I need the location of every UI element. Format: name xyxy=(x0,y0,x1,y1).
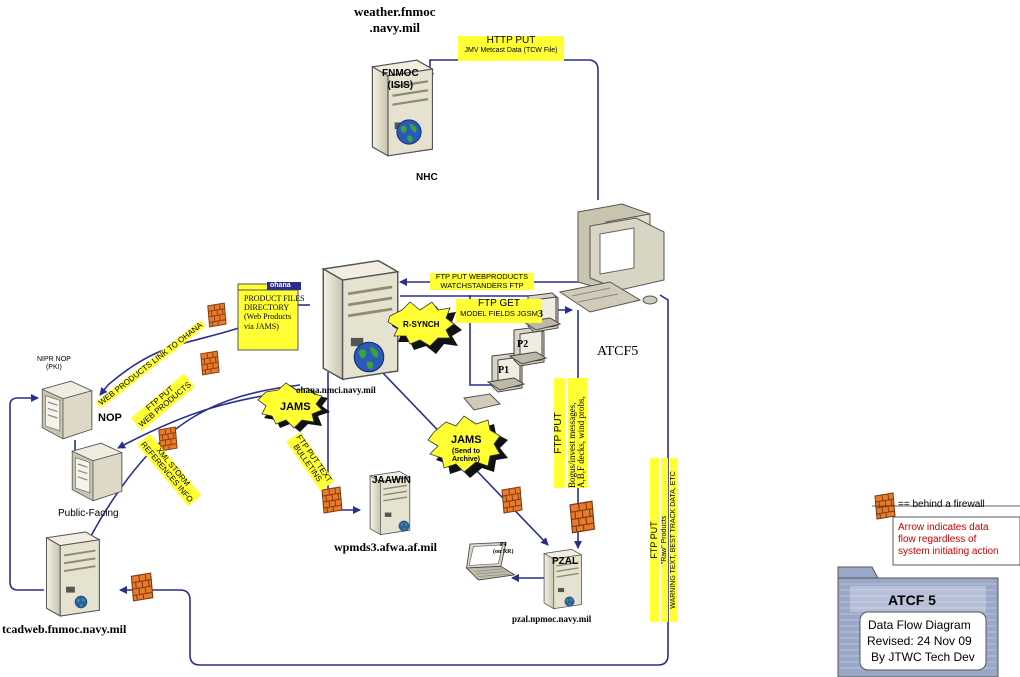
atcf5-workstation-icon xyxy=(558,203,665,313)
jams-burst-label: JAMS xyxy=(280,401,311,413)
ftp-get-title: FTP GET xyxy=(477,298,521,309)
ftp-put-raw-label: FTP PUT xyxy=(649,458,660,622)
nop-label: NOP xyxy=(98,412,122,424)
jaawin-label: JAAWIN xyxy=(372,475,411,486)
fnmoc-server-label: FNMOC (ISIS) xyxy=(382,68,419,91)
tcadweb-host-label: tcadweb.fnmoc.navy.mil xyxy=(2,622,127,636)
p1-label: P1 xyxy=(498,365,510,376)
ohana-tab-label: ohana xyxy=(270,282,291,289)
title-box-line1: Data Flow Diagram xyxy=(868,618,971,632)
firewall-legend-label: == behind a firewall xyxy=(898,499,985,510)
raw-products-label: "Raw" Products xyxy=(661,458,669,622)
http-put-subtitle: JMV Metcast Data (TCW File) xyxy=(464,46,558,54)
rsynch-label: R-SYNCH xyxy=(403,320,440,329)
ftp-get-subtitle: MODEL FIELDS JGSM xyxy=(460,308,538,318)
ftp-get-label: FTP GET MODEL FIELDS JGSM xyxy=(456,298,542,323)
ftp-put-webproducts-label: FTP PUT WEBPRODUCTS WATCHSTANDERS FTP xyxy=(430,272,534,291)
wpmds3-host-label: wpmds3.afwa.af.mil xyxy=(334,540,438,554)
title-box-title: ATCF 5 xyxy=(888,592,936,608)
title-box-line3: By JTWC Tech Dev xyxy=(871,650,975,664)
http-put-title: HTTP PUT xyxy=(486,35,536,46)
p3-label: 3 xyxy=(538,309,543,320)
arrow-legend-note: Arrow indicates data flow regardless of … xyxy=(898,522,999,557)
nipr-nop-label: NIPR NOP (PKI) xyxy=(37,356,71,372)
bogus-messages-label: Bogus/invest messages, A,B,F decks, wind… xyxy=(567,378,587,488)
public-facing-label: Public-Facing xyxy=(58,508,119,519)
pzal-label: PZAL xyxy=(552,556,579,567)
ftp-put-bogus-label: FTP PUT xyxy=(553,378,565,488)
atcf5-label: ATCF5 xyxy=(597,344,639,359)
p2-label: P2 xyxy=(517,339,529,350)
nhc-label: NHC xyxy=(416,172,438,183)
title-box-line2: Revised: 24 Nov 09 xyxy=(867,634,972,648)
jams-archive-sublabel: (Send to Archive) xyxy=(452,448,481,463)
pzal-host-label: pzal.npmoc.navy.mil xyxy=(512,614,592,624)
p4-label: P4 (on RR) xyxy=(493,542,514,555)
ohana-host-label: ohana.nmci.navy.mil xyxy=(296,385,376,395)
http-put-label: HTTP PUT JMV Metcast Data (TCW File) xyxy=(458,35,564,61)
product-files-directory: PRODUCT FILES DIRECTORY (Web Products vi… xyxy=(244,294,305,331)
fnmoc-host-label: weather.fnmoc .navy.mil xyxy=(354,4,436,36)
warning-text-label: WARNING TEXT, BEST TRACK DATA, ETC xyxy=(670,458,678,622)
jams-archive-burst-label: JAMS xyxy=(451,434,482,446)
